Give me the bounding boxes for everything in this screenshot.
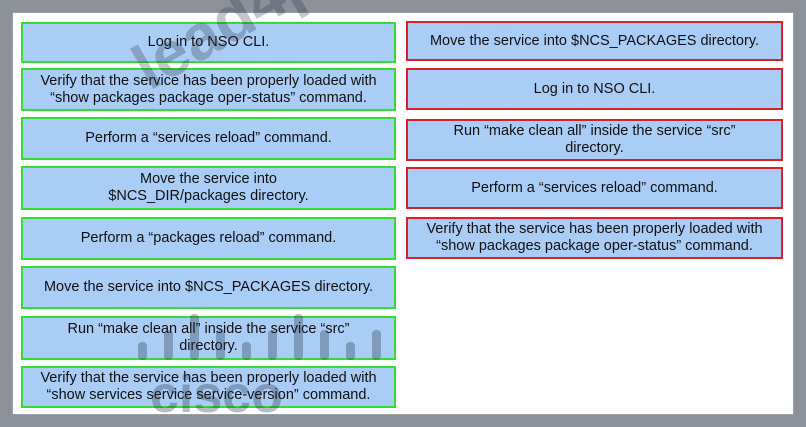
source-item-label: Verify that the service has been properl… [40, 72, 377, 106]
source-item-label: Move the service into $NCS_PACKAGES dire… [43, 279, 374, 295]
answer-slot-4[interactable]: Perform a “services reload” command. [406, 167, 783, 209]
answer-slot-2[interactable]: Log in to NSO CLI. [406, 68, 783, 110]
source-item-packages-reload[interactable]: Perform a “packages reload” command. [21, 217, 396, 260]
source-item-make-clean-all[interactable]: Run “make clean all” inside the service … [21, 316, 396, 360]
answer-slot-1[interactable]: Move the service into $NCS_PACKAGES dire… [406, 21, 783, 61]
source-item-label: Perform a “packages reload” command. [80, 230, 337, 246]
answer-slot-label: Verify that the service has been properl… [426, 221, 763, 254]
answer-slot-label: Move the service into $NCS_PACKAGES dire… [429, 32, 760, 49]
source-item-verify-oper-status[interactable]: Verify that the service has been properl… [21, 68, 396, 111]
source-item-move-ncs-packages[interactable]: Move the service into $NCS_PACKAGES dire… [21, 266, 396, 309]
source-item-label: Run “make clean all” inside the service … [67, 321, 350, 354]
answer-slot-3[interactable]: Run “make clean all” inside the service … [406, 119, 783, 161]
answer-slot-5[interactable]: Verify that the service has been properl… [406, 217, 783, 259]
source-item-label: Log in to NSO CLI. [147, 34, 270, 50]
source-item-verify-service-version[interactable]: Verify that the service has been properl… [21, 366, 396, 408]
answer-slot-label: Perform a “services reload” command. [471, 179, 718, 196]
source-item-services-reload[interactable]: Perform a “services reload” command. [21, 117, 396, 160]
answer-slot-label: Run “make clean all” inside the service … [453, 123, 736, 156]
source-item-login-nso-cli[interactable]: Log in to NSO CLI. [21, 22, 396, 63]
source-item-label: Perform a “services reload” command. [85, 130, 332, 146]
source-item-label: Move the service into $NCS_DIR/packages … [108, 171, 309, 204]
answer-slot-label: Log in to NSO CLI. [533, 80, 656, 97]
source-item-move-ncs-dir[interactable]: Move the service into $NCS_DIR/packages … [21, 166, 396, 210]
source-item-label: Verify that the service has been properl… [40, 370, 377, 403]
